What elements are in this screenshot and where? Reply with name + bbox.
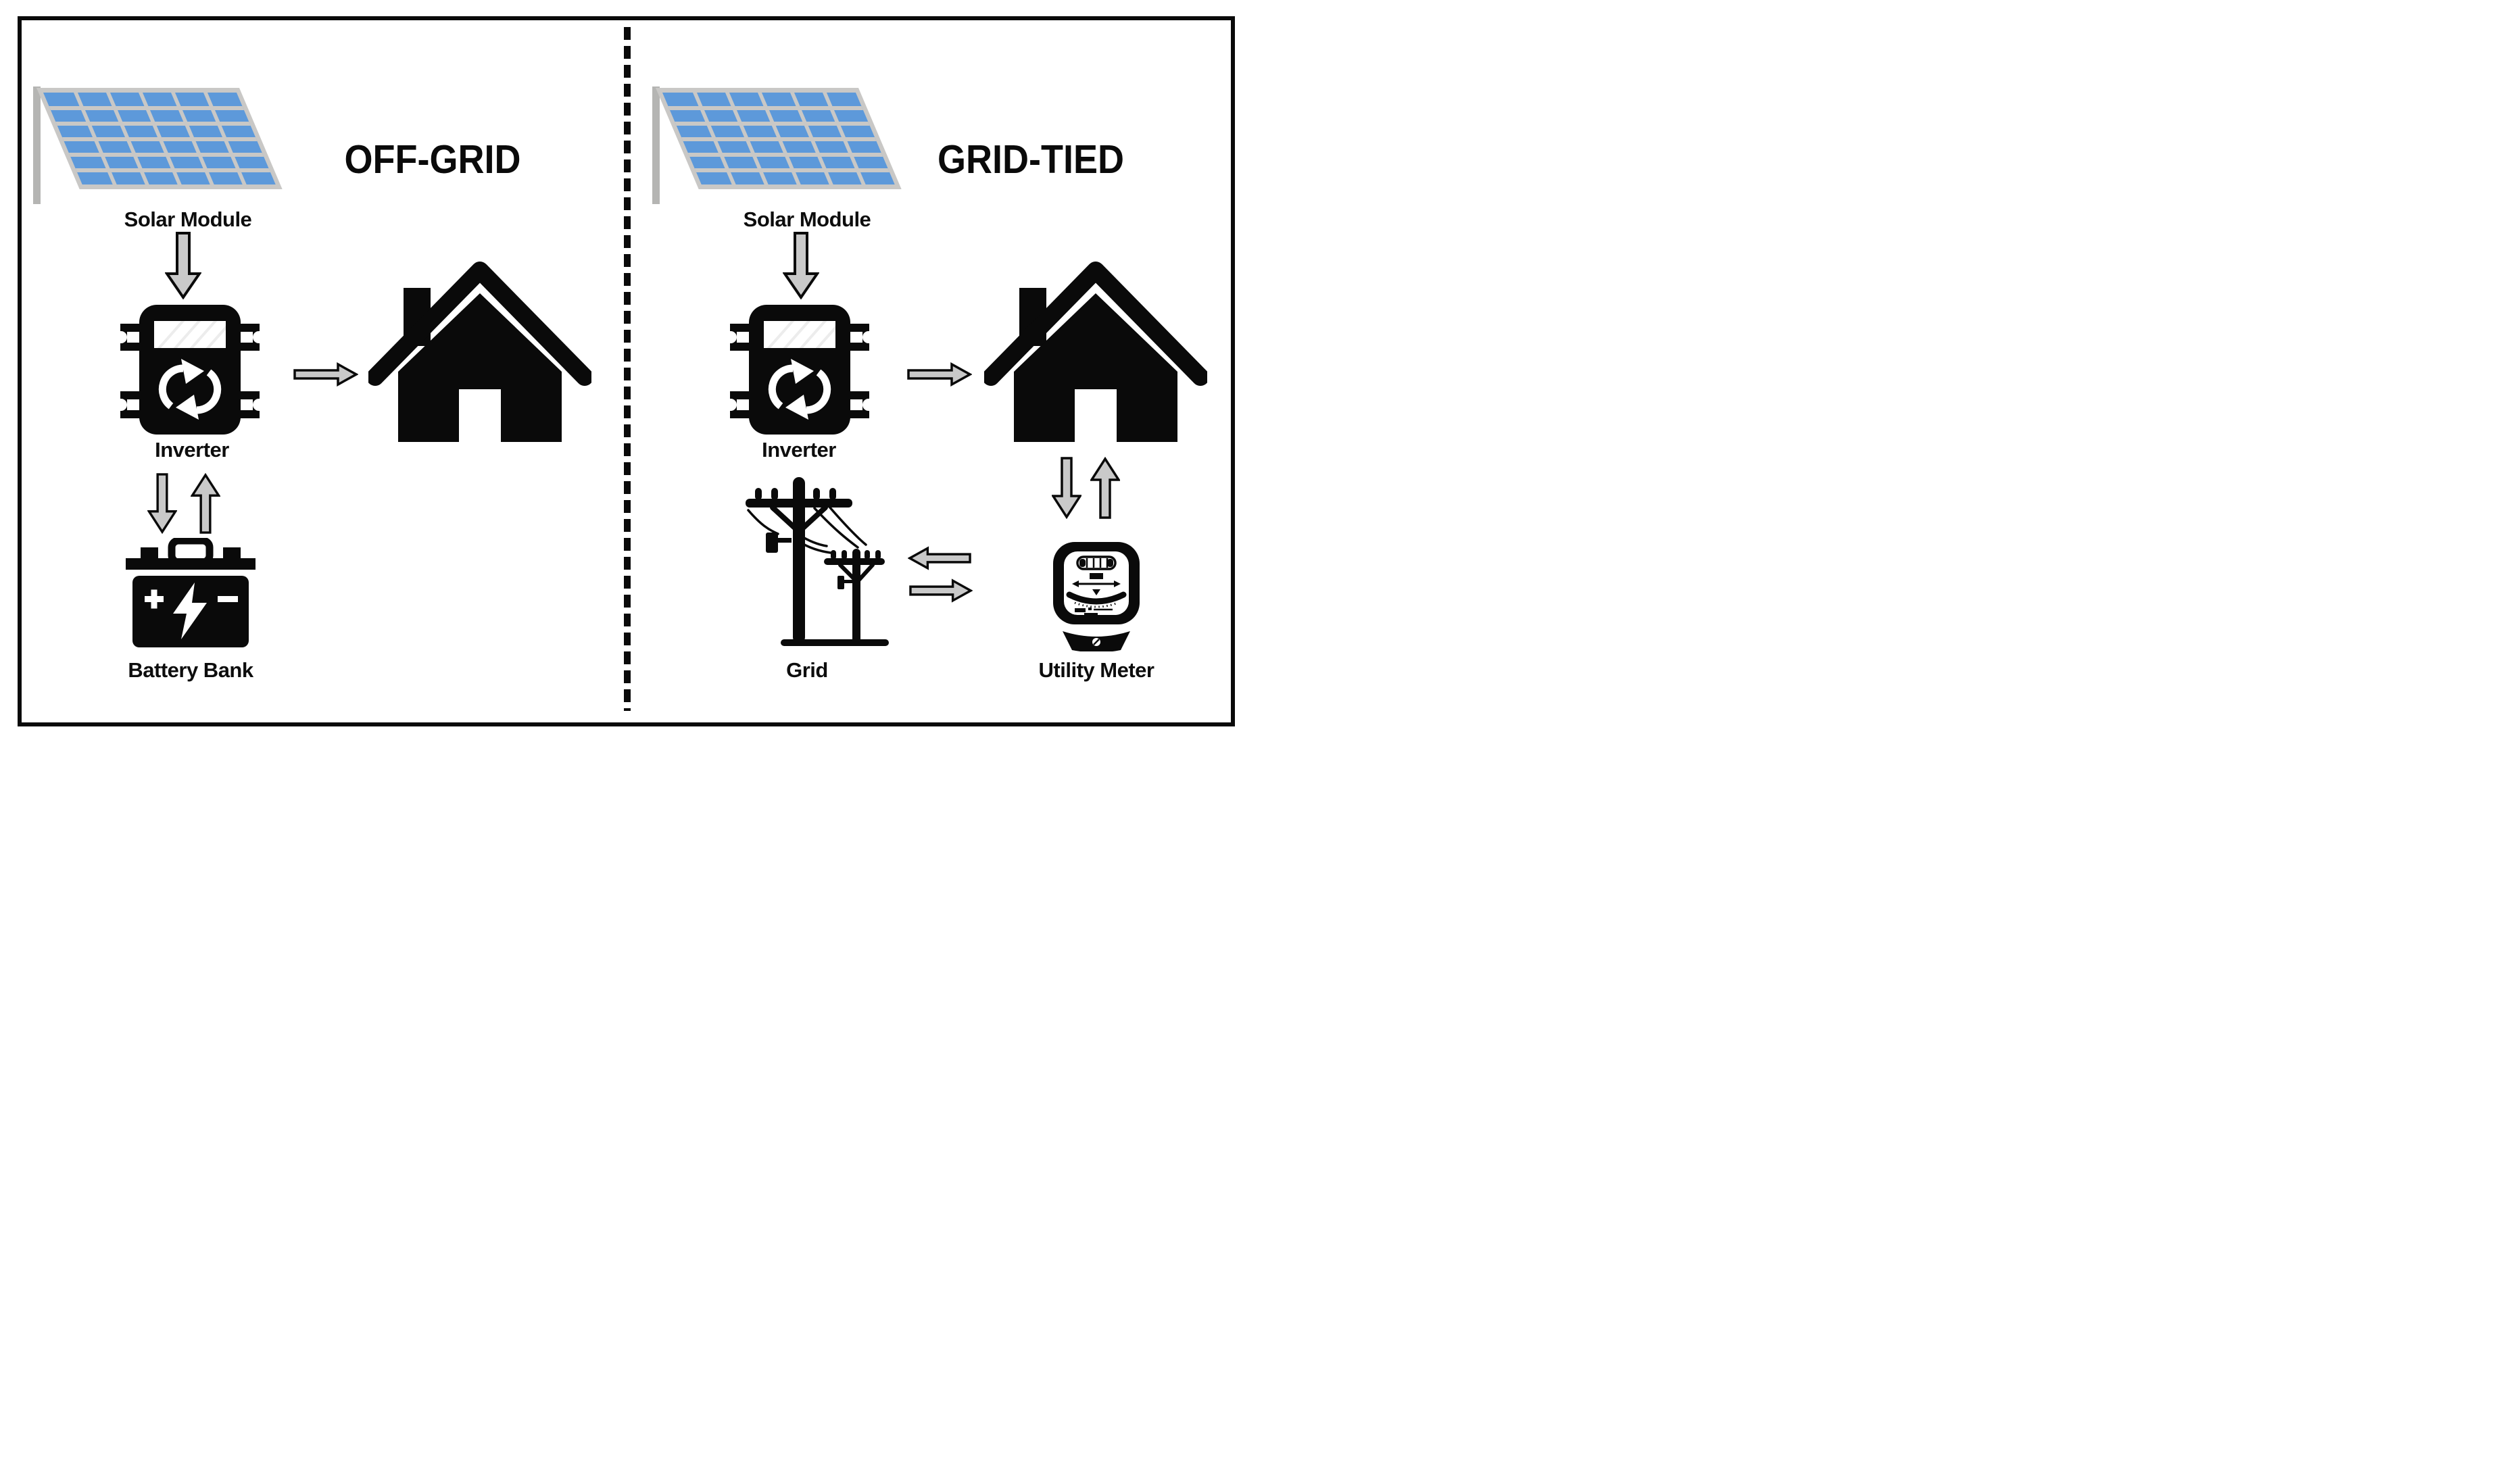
arrow-battery-to-inverter-icon bbox=[191, 473, 220, 534]
arrow-solar-to-inverter-icon bbox=[783, 232, 819, 299]
solar-module-label: Solar Module bbox=[124, 207, 252, 231]
arrow-inverter-to-house-icon bbox=[907, 362, 972, 387]
arrow-solar-to-inverter-icon bbox=[165, 232, 201, 299]
arrow-inverter-to-house-icon bbox=[293, 362, 358, 387]
arrow-inverter-to-battery-icon bbox=[147, 473, 177, 534]
inverter-label: Inverter bbox=[155, 438, 229, 462]
diagram-canvas: OFF-GRID Solar Module Inverter Battery B… bbox=[0, 0, 1252, 742]
battery-bank-icon bbox=[124, 538, 257, 653]
inverter-label: Inverter bbox=[762, 438, 836, 462]
off-grid-title: OFF-GRID bbox=[344, 137, 521, 182]
battery-bank-label: Battery Bank bbox=[128, 658, 253, 682]
arrow-meter-to-house-icon bbox=[1090, 457, 1120, 519]
arrow-meter-to-grid-icon bbox=[908, 546, 971, 570]
inverter-icon bbox=[120, 305, 260, 435]
grid-poles-icon bbox=[733, 473, 892, 650]
arrow-house-to-meter-icon bbox=[1052, 457, 1081, 519]
solar-module-icon bbox=[30, 81, 287, 209]
solar-module-label: Solar Module bbox=[743, 207, 871, 231]
inverter-icon bbox=[730, 305, 869, 435]
utility-meter-icon bbox=[1049, 541, 1144, 651]
arrow-grid-to-meter-icon bbox=[909, 578, 973, 603]
grid-label: Grid bbox=[786, 658, 828, 682]
house-icon bbox=[984, 255, 1207, 451]
panel-divider-dashed-line bbox=[624, 27, 631, 711]
house-icon bbox=[368, 255, 591, 451]
solar-module-icon bbox=[649, 81, 906, 209]
utility-meter-label: Utility Meter bbox=[1038, 658, 1154, 682]
grid-tied-title: GRID-TIED bbox=[938, 137, 1124, 182]
